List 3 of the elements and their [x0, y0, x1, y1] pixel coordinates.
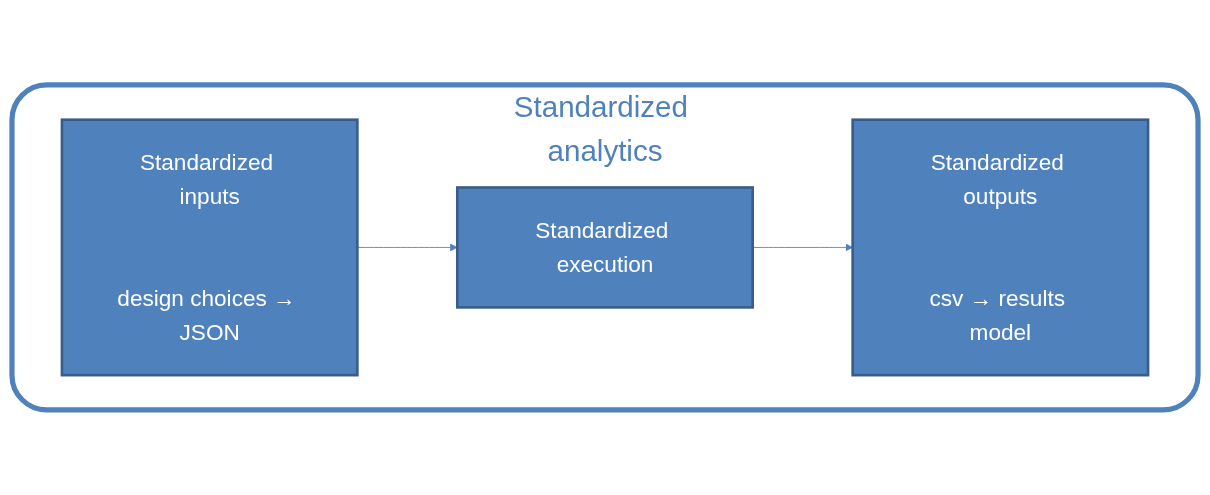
node-box: Standardized outputs csv → results model	[851, 118, 1150, 377]
node-box: Standardized inputs design choices → JSON	[60, 118, 359, 377]
node-box: Standardized execution	[456, 186, 754, 309]
